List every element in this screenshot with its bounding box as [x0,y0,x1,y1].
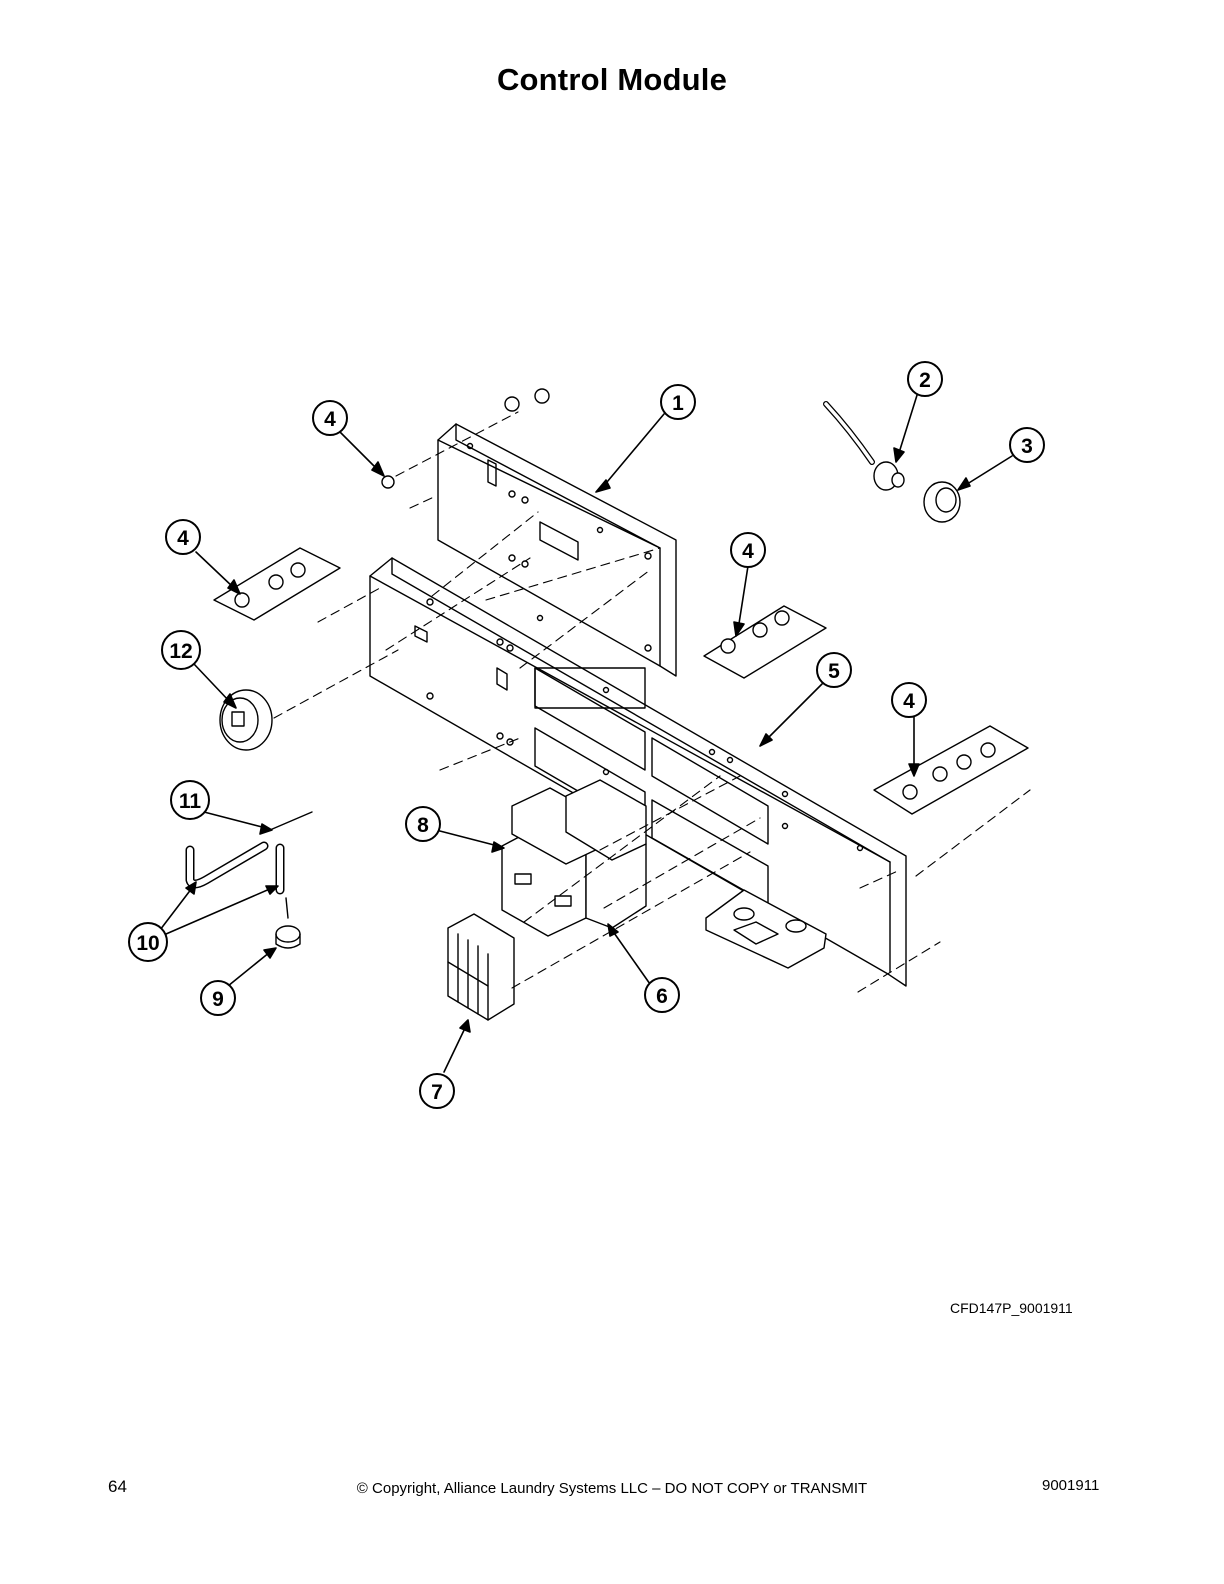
svg-text:4: 4 [177,527,189,550]
contactor-assembly [501,779,647,937]
svg-text:4: 4 [742,540,754,563]
page-title: Control Module [496,62,728,97]
svg-text:11: 11 [179,790,202,813]
svg-text:2: 2 [919,369,931,392]
small-bracket [705,889,827,969]
page-number: 64 [108,1477,127,1496]
callout-10: 10 [128,922,168,962]
copyright-notice: © Copyright, Alliance Laundry Systems LL… [356,1480,868,1497]
svg-text:10: 10 [136,932,159,955]
mounting-bracket [437,423,677,677]
svg-text:4: 4 [903,690,915,713]
callout-12: 12 [161,630,201,670]
callout-4: 4 [165,519,201,555]
sensor-parts [823,401,961,523]
svg-text:3: 3 [1021,435,1033,458]
callout-1: 1 [660,384,696,420]
callout-2: 2 [907,361,943,397]
callout-5: 5 [816,652,852,688]
svg-text:7: 7 [431,1081,443,1104]
figure-id: CFD147P_9001911 [950,1300,1073,1316]
alignment-lines [273,411,1031,993]
hardware-insets [213,388,1029,815]
callout-4: 4 [312,400,348,436]
svg-text:9: 9 [212,988,224,1011]
document-number: 9001911 [1042,1477,1100,1494]
callout-8: 8 [405,806,441,842]
leader-arrows [159,391,1013,1073]
callout-3: 3 [1009,427,1045,463]
svg-text:8: 8 [417,814,429,837]
callout-11: 11 [170,780,210,820]
svg-text:5: 5 [828,660,840,683]
hose-assembly [185,811,313,949]
control-panel-plate [369,557,907,987]
svg-text:6: 6 [656,985,668,1008]
callout-9: 9 [200,980,236,1016]
svg-text:1: 1 [672,392,684,415]
callout-7: 7 [419,1073,455,1109]
svg-text:12: 12 [169,640,192,663]
callout-4: 4 [891,682,927,718]
terminal-block [447,913,515,1021]
callout-6: 6 [644,977,680,1013]
svg-text:4: 4 [324,408,336,431]
callout-4: 4 [730,532,766,568]
